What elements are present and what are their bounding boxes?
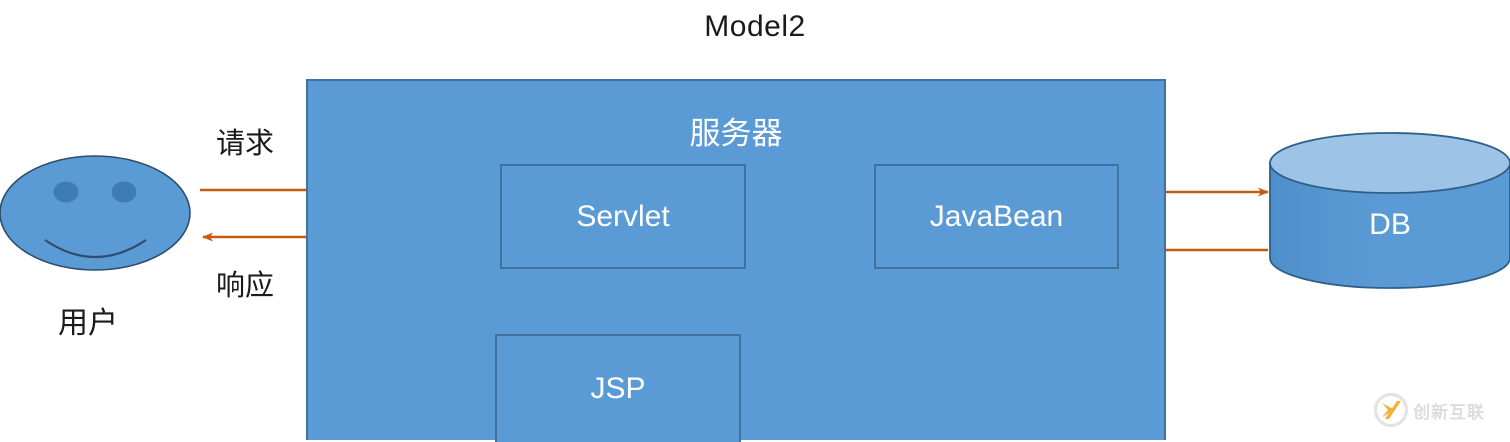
- watermark-logo-icon: [1374, 393, 1408, 427]
- node-jsp[interactable]: JSP: [495, 334, 741, 442]
- node-servlet-label: Servlet: [576, 199, 670, 233]
- user-smiley-icon: [0, 155, 191, 271]
- node-javabean-label: JavaBean: [929, 199, 1064, 233]
- node-javabean[interactable]: JavaBean: [874, 164, 1119, 269]
- node-database-label: DB: [1369, 208, 1411, 241]
- database-cylinder-icon: [1269, 132, 1510, 289]
- server-label: 服务器: [689, 116, 783, 151]
- page-title: Model2: [704, 10, 806, 43]
- node-servlet[interactable]: Servlet: [500, 164, 746, 269]
- actor-user-label: 用户: [58, 307, 118, 340]
- watermark-text: 创新互联: [1413, 402, 1485, 422]
- node-jsp-label: JSP: [590, 372, 646, 405]
- edge-label-response: 响应: [216, 270, 275, 302]
- watermark: 创新互联: [1374, 390, 1504, 430]
- edge-label-request: 请求: [216, 128, 275, 160]
